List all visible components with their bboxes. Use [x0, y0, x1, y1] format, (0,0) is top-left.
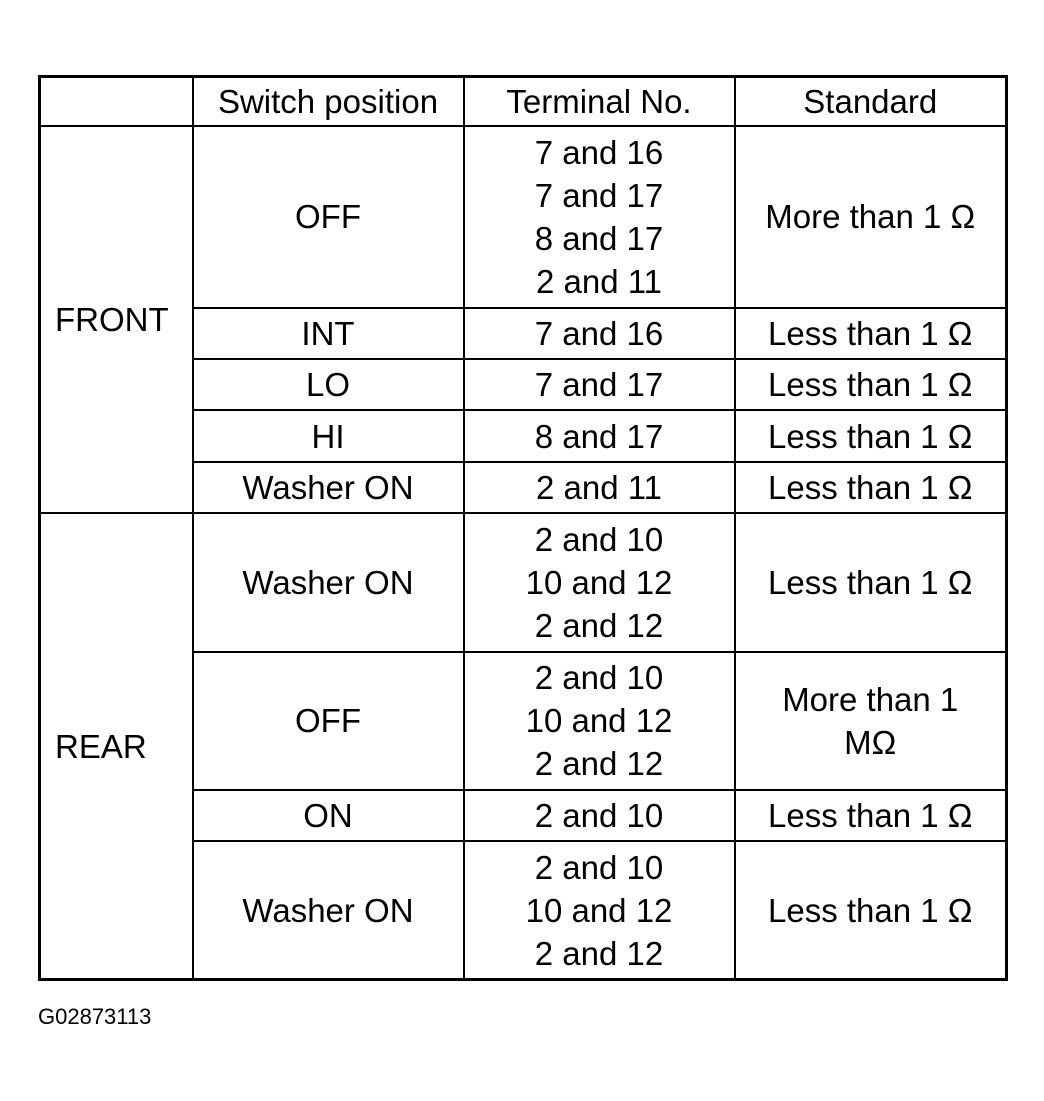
- header-row: Switch position Terminal No. Standard: [38, 75, 1008, 127]
- terminal-pair: 10 and 12: [525, 563, 673, 601]
- standard-cell: Less than 1 Ω: [733, 358, 1008, 412]
- standard-value: Less than 1 Ω: [768, 366, 973, 404]
- terminal-pair: 2 and 11: [535, 469, 662, 507]
- table-row: ON 2 and 10 Less than 1 Ω: [40, 788, 1008, 843]
- header-group: [38, 75, 194, 127]
- terminal-pair: 2 and 10: [534, 848, 664, 886]
- terminal-pair: 2 and 12: [534, 606, 664, 644]
- switch-position-cell: OFF: [191, 650, 465, 791]
- terminal-pair: 7 and 16: [534, 133, 664, 171]
- standard-cell: More than 1 MΩ: [733, 650, 1008, 791]
- terminal-pair: 2 and 10: [534, 520, 664, 558]
- standard-cell: Less than 1 Ω: [733, 409, 1008, 463]
- table-row: Washer ON 2 and 11 Less than 1 Ω: [40, 460, 1008, 515]
- terminal-pair: 7 and 17: [534, 176, 664, 214]
- terminal-pair: 2 and 11: [535, 262, 662, 300]
- terminal-pair: 7 and 17: [534, 366, 664, 404]
- table-row: LO 7 and 17 Less than 1 Ω: [40, 358, 1008, 412]
- switch-position-cell: Washer ON: [191, 512, 465, 653]
- terminal-pair: 8 and 17: [534, 219, 664, 257]
- terminal-pair: 7 and 16: [534, 314, 664, 352]
- group-label: REAR: [38, 512, 194, 981]
- terminal-cell: 2 and 10 10 and 12 2 and 12: [462, 512, 736, 653]
- switch-position-cell: LO: [191, 358, 465, 412]
- terminal-pair: 2 and 12: [534, 745, 664, 783]
- terminal-cell: 8 and 17: [462, 409, 736, 463]
- terminal-pair: 8 and 17: [534, 417, 664, 455]
- standard-value: Less than 1 Ω: [768, 563, 973, 601]
- header-terminal-no: Terminal No.: [462, 75, 736, 127]
- switch-position-cell: HI: [191, 409, 465, 463]
- standard-cell: Less than 1 Ω: [733, 788, 1008, 843]
- header-switch-position: Switch position: [191, 75, 465, 127]
- standard-value: Less than 1 Ω: [768, 314, 973, 352]
- terminal-pair: 2 and 12: [534, 934, 664, 972]
- switch-position-cell: INT: [191, 306, 465, 361]
- terminal-cell: 7 and 16: [462, 306, 736, 361]
- terminal-pair: 2 and 10: [534, 796, 664, 834]
- switch-position-cell: Washer ON: [191, 460, 465, 515]
- switch-position-cell: Washer ON: [191, 840, 465, 981]
- standard-cell: More than 1 Ω: [733, 125, 1008, 309]
- header-standard: Standard: [733, 75, 1008, 127]
- standard-value: Less than 1 Ω: [768, 891, 973, 929]
- terminal-cell: 2 and 10 10 and 12 2 and 12: [462, 840, 736, 981]
- table-row: Washer ON 2 and 10 10 and 12 2 and 12 Less t…: [40, 840, 1008, 981]
- terminal-pair: 10 and 12: [525, 891, 673, 929]
- table-row: HI 8 and 17 Less than 1 Ω: [40, 409, 1008, 463]
- table-row: INT 7 and 16 Less than 1 Ω: [40, 306, 1008, 361]
- terminal-pair: 10 and 12: [525, 702, 673, 740]
- group-label: FRONT: [38, 124, 194, 515]
- terminal-cell: 2 and 11: [462, 460, 736, 515]
- standard-value: More than 1: [782, 680, 959, 718]
- standard-cell: Less than 1 Ω: [733, 840, 1008, 981]
- standard-value: Less than 1 Ω: [768, 417, 973, 455]
- standard-cell: Less than 1 Ω: [733, 512, 1008, 653]
- terminal-cell: 7 and 17: [462, 358, 736, 412]
- figure-code: G02873113: [38, 1004, 152, 1029]
- standard-value: More than 1 Ω: [765, 198, 976, 236]
- standard-cell: Less than 1 Ω: [733, 306, 1008, 361]
- standard-cell: Less than 1 Ω: [733, 460, 1008, 515]
- standard-value: Less than 1 Ω: [768, 469, 973, 507]
- standard-value: Less than 1 Ω: [768, 796, 973, 834]
- switch-position-cell: ON: [191, 788, 465, 843]
- switch-inspection-table: Switch position Terminal No. Standard FR…: [38, 75, 1008, 981]
- standard-value: MΩ: [844, 723, 897, 761]
- terminal-pair: 2 and 10: [534, 659, 664, 697]
- terminal-cell: 2 and 10: [462, 788, 736, 843]
- switch-position-cell: OFF: [191, 125, 465, 309]
- terminal-cell: 7 and 16 7 and 17 8 and 17 2 and 11: [462, 125, 736, 309]
- terminal-cell: 2 and 10 10 and 12 2 and 12: [462, 650, 736, 791]
